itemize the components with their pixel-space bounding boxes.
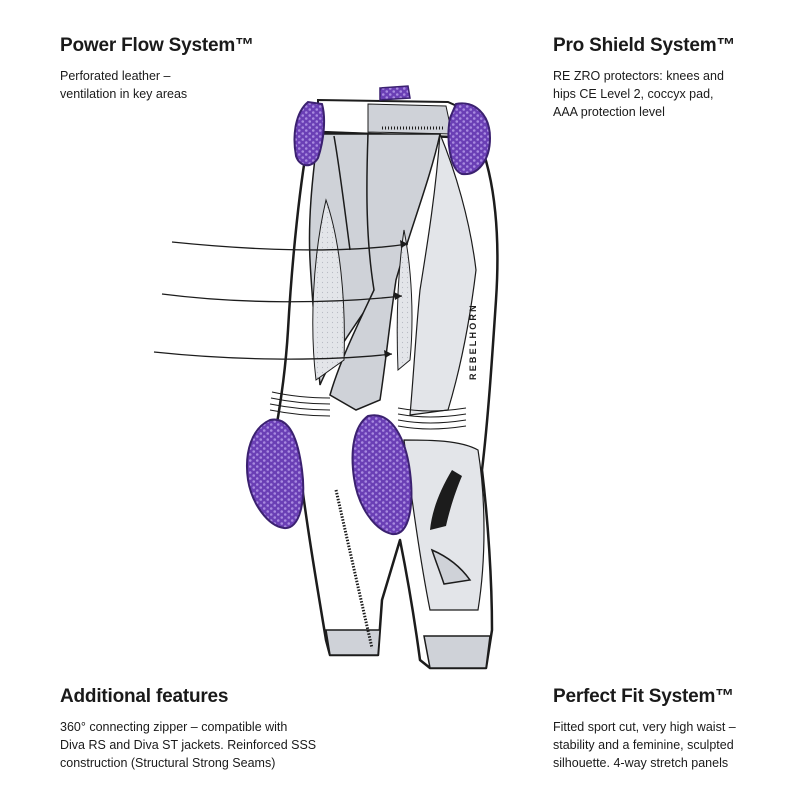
pro-shield-feature: Pro Shield System™ RE ZRO protectors: kn… bbox=[553, 35, 783, 121]
left-knee-stretch-panel bbox=[269, 391, 331, 417]
right-ankle-cuff bbox=[423, 635, 491, 669]
perfect-fit-title: Perfect Fit System™ bbox=[553, 686, 734, 707]
power-flow-feature: Power Flow System™ Perforated leather – … bbox=[60, 35, 320, 103]
coccyx-pad bbox=[379, 85, 411, 101]
rh-logo-cutout-lower bbox=[430, 548, 472, 585]
arrow-heads bbox=[384, 240, 408, 358]
left-knee-protector bbox=[246, 418, 305, 530]
arrow-lower bbox=[153, 351, 393, 360]
fly-seam bbox=[333, 135, 351, 251]
brand-label: REBELHORN bbox=[468, 303, 478, 380]
power-flow-title: Power Flow System™ bbox=[60, 35, 254, 56]
perfect-fit-description: Fitted sport cut, very high waist – stab… bbox=[553, 720, 736, 770]
lower-leg-zipper bbox=[334, 489, 374, 649]
additional-features-title: Additional features bbox=[60, 686, 229, 707]
perforated-panel bbox=[312, 198, 345, 381]
right-grey-panel bbox=[409, 133, 477, 416]
arrow-middle bbox=[161, 293, 403, 303]
power-flow-description: Perforated leather – ventilation in key … bbox=[60, 69, 188, 101]
rh-logo-cutout-upper bbox=[430, 470, 462, 530]
crotch-grey-panel bbox=[329, 133, 441, 411]
right-hip-protector bbox=[447, 102, 492, 176]
additional-features: Additional features 360° connecting zipp… bbox=[60, 686, 330, 772]
perforated-panel-right bbox=[396, 229, 413, 372]
pro-shield-description: RE ZRO protectors: knees and hips CE Lev… bbox=[553, 69, 724, 119]
arrow-upper bbox=[171, 241, 409, 251]
ventilation-arrows bbox=[153, 241, 409, 360]
additional-features-description: 360° connecting zipper – compatible with… bbox=[60, 720, 317, 770]
right-knee-stretch-panel bbox=[397, 407, 467, 430]
pro-shield-title: Pro Shield System™ bbox=[553, 35, 736, 56]
left-ankle-cuff bbox=[325, 629, 381, 656]
right-knee-protector bbox=[351, 414, 413, 536]
perfect-fit-feature: Perfect Fit System™ Fitted sport cut, ve… bbox=[553, 686, 783, 772]
left-hip-protector bbox=[293, 100, 326, 167]
